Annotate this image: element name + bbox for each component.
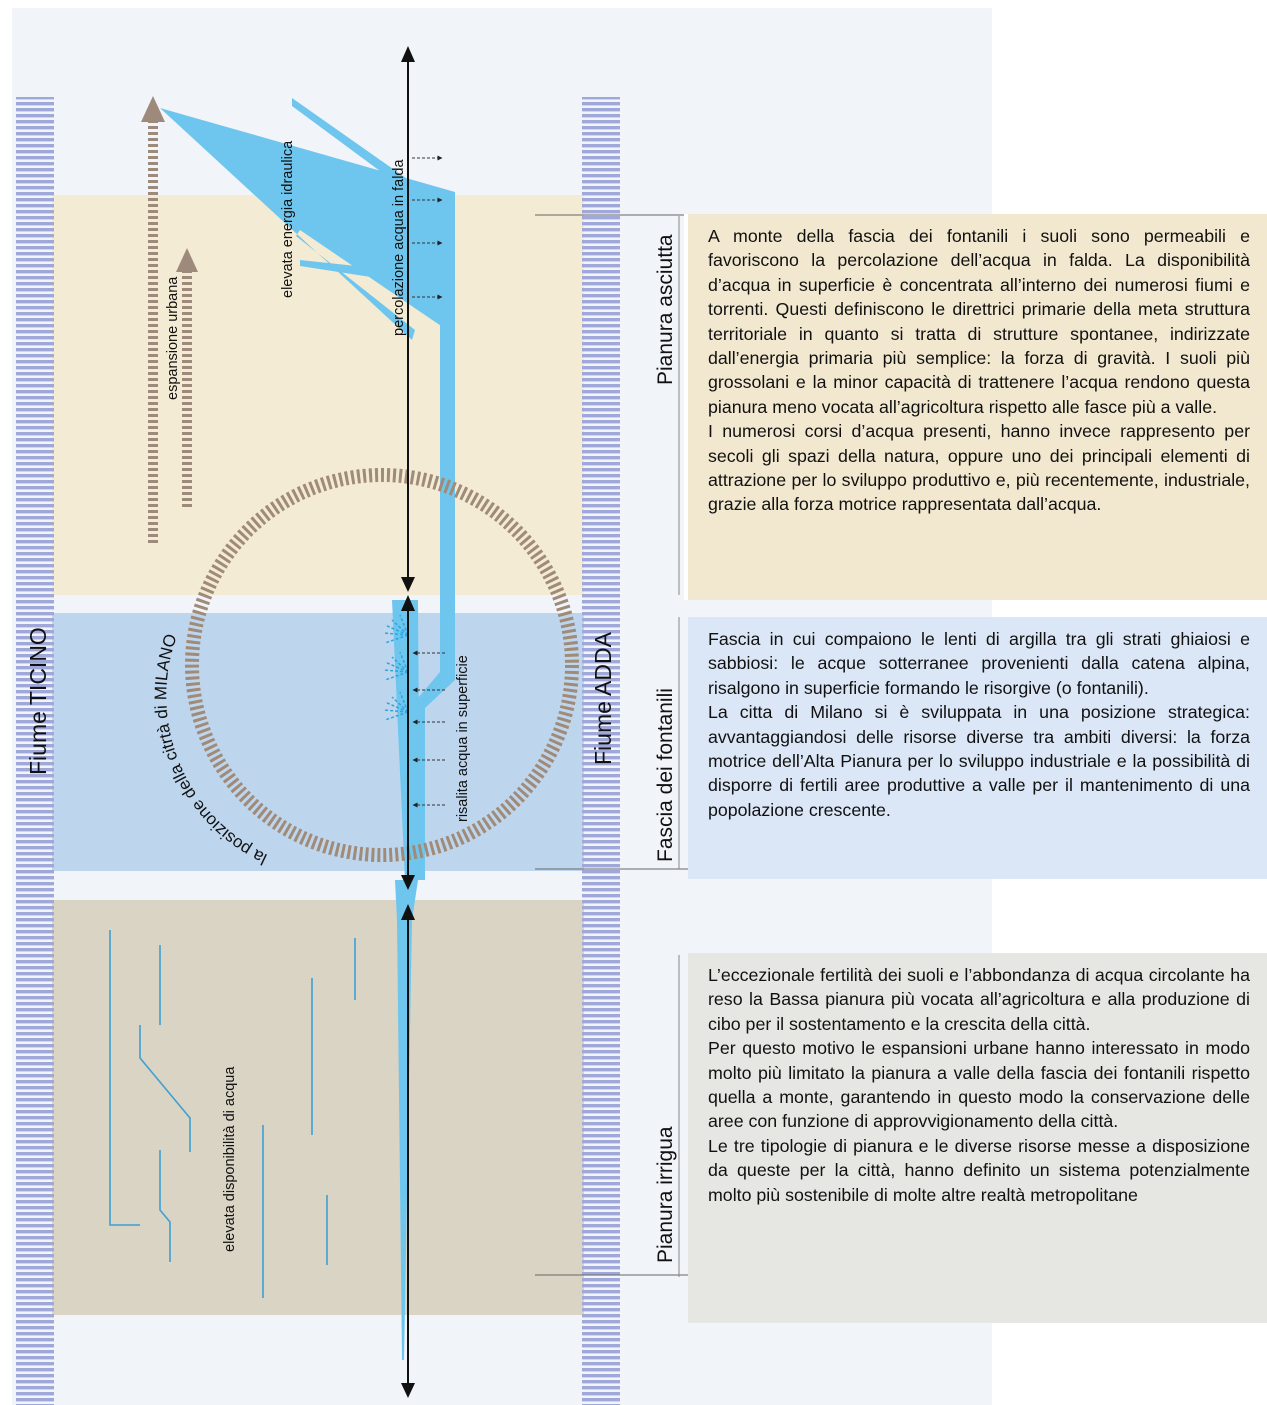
- flow-arrows: [412, 155, 445, 808]
- water-branch-mid: [300, 260, 442, 288]
- springs: [382, 614, 409, 721]
- water-trunk: [395, 195, 455, 880]
- text-irrigua-3: Le tre tipologie di pianura e le diverse…: [708, 1135, 1250, 1205]
- panel-gap-upper: [684, 214, 688, 600]
- irrigation-channels: [109, 930, 356, 1298]
- label-pianura-asciutta: Pianura asciutta: [654, 234, 677, 385]
- river-adda: [582, 97, 620, 1405]
- water-branch-upper: [292, 98, 430, 205]
- text-irrigua-1: L’eccezionale fertilità dei suoli e l’ab…: [708, 965, 1250, 1034]
- urban-expansion-arrows: [141, 96, 198, 545]
- panel-fascia-fontanili: Fascia in cui compaiono le lenti di argi…: [688, 617, 1267, 879]
- water-network: [160, 98, 455, 1360]
- water-trunk-lower: [395, 880, 418, 1360]
- label-fascia-fontanili: Fascia dei fontanili: [654, 688, 677, 862]
- panel-pianura-irrigua: L’eccezionale fertilità dei suoli e l’ab…: [688, 953, 1267, 1323]
- label-energia-idraulica: elevata energia idraulica: [280, 140, 296, 298]
- river-ticino: [16, 97, 54, 1405]
- text-fontanili-2: La citta di Milano si è sviluppata in un…: [708, 702, 1250, 820]
- label-pianura-irrigua: Pianura irrigua: [654, 1126, 677, 1263]
- zone-fontanili: [52, 613, 584, 871]
- panel-pianura-asciutta: A monte della fascia dei fontanili i suo…: [688, 214, 1267, 600]
- main-axis: [401, 46, 415, 1398]
- text-irrigua-2: Per questo motivo le espansioni urbane h…: [708, 1038, 1250, 1132]
- label-espansione-urbana: espansione urbana: [165, 276, 181, 400]
- zone-irrigua: [52, 900, 584, 1315]
- label-disponibilita: elevata disponibilità di acqua: [222, 1066, 238, 1252]
- zone-asciutta: [52, 195, 584, 595]
- label-fiume-adda: Fiume ADDA: [590, 631, 616, 765]
- text-asciutta-2: I numerosi corsi d’acqua presenti, hanno…: [708, 421, 1250, 515]
- water-trunk-left: [392, 600, 420, 880]
- text-fontanili-1: Fascia in cui compaiono le lenti di argi…: [708, 629, 1250, 698]
- label-risalita: risalita acqua in superficie: [455, 655, 471, 822]
- text-asciutta-1: A monte della fascia dei fontanili i suo…: [708, 226, 1250, 417]
- label-percolazione: percolazione acqua in falda: [391, 159, 407, 336]
- label-fiume-ticino: Fiume TICINO: [25, 627, 51, 775]
- water-branch-energy: [160, 108, 455, 340]
- milano-city-circle: [185, 468, 579, 862]
